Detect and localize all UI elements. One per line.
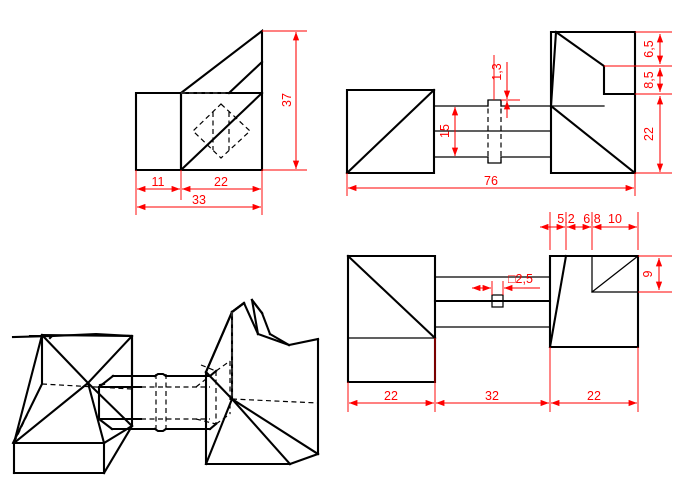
- view-front-dimensions: 1,3 15 76 6,5 8,5 22: [346, 31, 672, 196]
- dim-label-8-5: 8,5: [642, 71, 656, 88]
- dim-label-5-2: 5,2: [557, 212, 574, 226]
- dim-label-10: 10: [608, 212, 622, 226]
- dim-label-6-5: 6,5: [642, 40, 656, 57]
- view-top-geometry: [346, 254, 640, 384]
- dim-label-square-2-5: □2,5: [508, 272, 533, 286]
- dim-label-1-3: 1,3: [490, 63, 504, 80]
- dim-label-11: 11: [152, 175, 165, 189]
- dim-label-32: 32: [485, 389, 499, 403]
- dim-label-37: 37: [280, 93, 294, 107]
- dim-label-22-right: 22: [587, 389, 601, 403]
- view-end-geometry: [134, 28, 264, 172]
- dim-label-9: 9: [641, 270, 655, 277]
- view-isometric-geometry: [11, 298, 320, 475]
- view-front-geometry: [345, 30, 637, 175]
- dim-label-15: 15: [438, 124, 452, 138]
- dim-label-22-left: 22: [384, 389, 398, 403]
- dim-label-76: 76: [484, 174, 498, 188]
- dim-label-6-8: 6,8: [583, 212, 600, 226]
- view-end-dimensions: 11 22 33 37: [135, 30, 307, 215]
- view-top-dimensions: 5,2 6,8 10 □2,5 9 22 32: [347, 212, 672, 412]
- dim-label-33: 33: [192, 193, 206, 207]
- dim-label-22-front: 22: [642, 127, 656, 141]
- dim-label-22-top: 22: [214, 175, 228, 189]
